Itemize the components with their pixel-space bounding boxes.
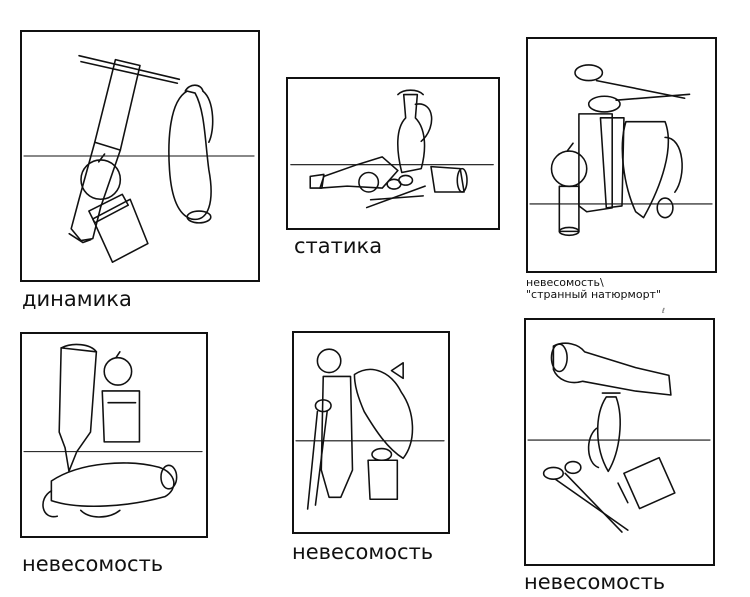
sketch-panel-weightless-1 (20, 332, 208, 538)
signature-scribble-icon: ℓ (662, 307, 665, 315)
still-life-drawing (290, 89, 494, 209)
caption-weightless-1: невесомость (22, 552, 164, 576)
sketch-panel-dynamics (20, 30, 260, 282)
still-life-drawing (529, 64, 713, 237)
still-life-drawing (23, 343, 203, 518)
still-life-drawing (295, 348, 445, 510)
caption-statics: статика (294, 234, 383, 258)
caption-weightless-2: невесомость (292, 540, 434, 564)
sketch-panel-statics (286, 77, 500, 230)
still-life-drawing (527, 342, 711, 533)
sketch-panel-weightless-2 (292, 331, 450, 534)
caption-weightless-3: невесомость (524, 570, 666, 594)
caption-weightless-line-1: невесомость\ (526, 276, 604, 289)
caption-strange-still-life: "странный натюрморт" (526, 288, 662, 301)
caption-dynamics: динамика (22, 287, 132, 311)
sketch-panel-strange-still-life (526, 37, 717, 273)
still-life-drawing (23, 54, 255, 263)
sketch-panel-weightless-3 (524, 318, 715, 566)
